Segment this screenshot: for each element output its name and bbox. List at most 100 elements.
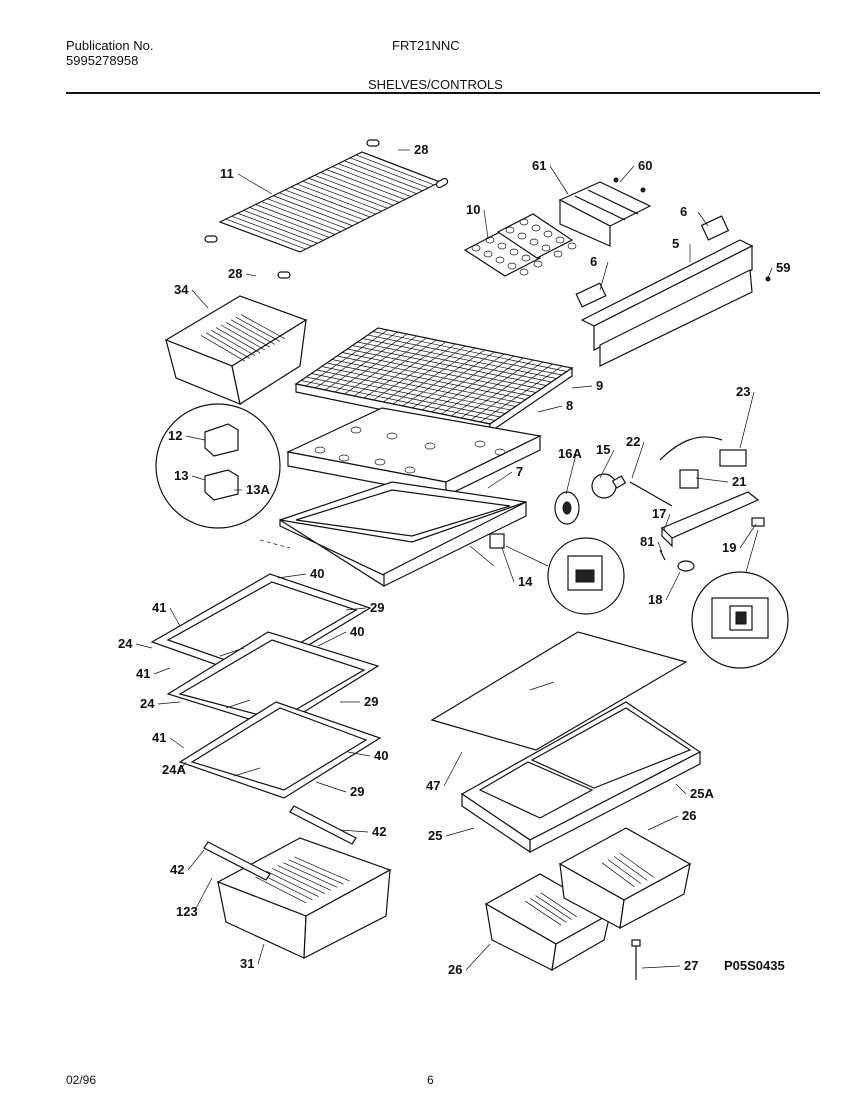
footer-date: 02/96: [66, 1073, 97, 1087]
callout-28: 28: [414, 142, 428, 157]
callout-leader: [315, 781, 347, 793]
callout-27: 27: [684, 958, 698, 973]
callout-leader: [193, 877, 213, 913]
callout-leader: [767, 267, 773, 279]
callout-8: 8: [566, 398, 573, 413]
callout-leader: [445, 827, 475, 837]
callout-leader: [549, 165, 569, 195]
callout-16A: 16A: [558, 446, 582, 461]
callout-leader: [571, 385, 593, 389]
callout-40: 40: [350, 624, 364, 639]
callout-leader: [179, 761, 187, 771]
freezer-shelf-part: [294, 327, 574, 434]
callout-leader: [663, 513, 671, 531]
callout-40: 40: [374, 748, 388, 763]
callout-leader: [537, 405, 563, 413]
callout-24: 24: [118, 636, 133, 651]
callout-23: 23: [736, 384, 750, 399]
callout-21: 21: [732, 474, 746, 489]
callout-9: 9: [596, 378, 603, 393]
callout-123: 123: [176, 904, 198, 919]
callout-6: 6: [680, 204, 687, 219]
callout-leader: [245, 273, 257, 277]
callout-leader: [191, 289, 209, 309]
callout-14: 14: [518, 574, 533, 589]
callout-leaders: [135, 149, 773, 971]
callout-leader: [135, 643, 153, 649]
callout-leader: [157, 701, 181, 705]
callout-11: 11: [220, 166, 234, 181]
callout-leader: [257, 943, 265, 965]
page-number: 6: [427, 1073, 434, 1087]
callout-10: 10: [466, 202, 480, 217]
callout-25: 25: [428, 828, 442, 843]
header-rule: [66, 92, 820, 94]
callout-leader: [153, 667, 171, 675]
callout-18: 18: [648, 592, 662, 607]
callout-leader: [465, 943, 491, 971]
callout-leader: [665, 571, 681, 601]
callout-28: 28: [228, 266, 242, 281]
callout-26: 26: [448, 962, 462, 977]
callout-6: 6: [590, 254, 597, 269]
callout-29: 29: [370, 600, 384, 615]
model-number: FRT21NNC: [392, 38, 460, 53]
callout-leader: [187, 849, 205, 871]
callout-29: 29: [364, 694, 378, 709]
callout-26: 26: [682, 808, 696, 823]
callout-41: 41: [136, 666, 150, 681]
callout-leader: [631, 441, 645, 479]
callout-leader: [185, 435, 206, 441]
freezer-basket-part: [164, 295, 308, 405]
callout-leader: [169, 737, 185, 749]
callout-13A: 13A: [246, 482, 270, 497]
detail-circle-latch: [155, 403, 291, 549]
cover-frame-part: [279, 481, 527, 587]
crisper-drawers-part: [203, 805, 692, 980]
callout-60: 60: [638, 158, 652, 173]
callout-leader: [695, 477, 729, 483]
callout-25A: 25A: [690, 786, 714, 801]
callout-29: 29: [350, 784, 364, 799]
callout-leader: [277, 573, 307, 579]
callout-12: 12: [168, 428, 182, 443]
callout-leader: [501, 547, 515, 583]
crisper-cover-part: [430, 631, 702, 854]
callout-leader: [697, 211, 709, 227]
callout-leader: [647, 815, 679, 831]
callout-leader: [345, 607, 367, 611]
ice-bucket-bracket-part: [558, 177, 652, 247]
callout-leader: [347, 751, 371, 757]
callout-17: 17: [652, 506, 666, 521]
callout-leader: [599, 449, 615, 479]
callout-61: 61: [532, 158, 546, 173]
callout-leader: [739, 523, 757, 549]
wire-shelf-part: [204, 139, 449, 279]
callout-leader: [599, 261, 609, 291]
ice-trays-part: [463, 213, 577, 277]
callout-5: 5: [672, 236, 679, 251]
callout-7: 7: [516, 464, 523, 479]
callout-59: 59: [776, 260, 790, 275]
callout-leader: [657, 541, 663, 553]
publication-label: Publication No.: [66, 38, 154, 53]
callout-leader: [443, 751, 463, 787]
callout-leader: [565, 453, 577, 495]
callout-47: 47: [426, 778, 440, 793]
callout-leader: [739, 391, 755, 449]
glass-shelves-part: [150, 573, 382, 799]
callout-leader: [339, 829, 369, 833]
callout-leader: [169, 607, 181, 627]
publication-number: 5995278958: [66, 53, 139, 68]
callout-41: 41: [152, 730, 166, 745]
callout-leader: [641, 965, 681, 969]
callout-leader: [675, 783, 687, 795]
callout-15: 15: [596, 442, 610, 457]
callout-22: 22: [626, 434, 640, 449]
callout-leader: [237, 173, 273, 195]
callout-41: 41: [152, 600, 166, 615]
callout-leader: [317, 631, 347, 647]
section-title: SHELVES/CONTROLS: [368, 77, 503, 92]
callout-24: 24: [140, 696, 155, 711]
